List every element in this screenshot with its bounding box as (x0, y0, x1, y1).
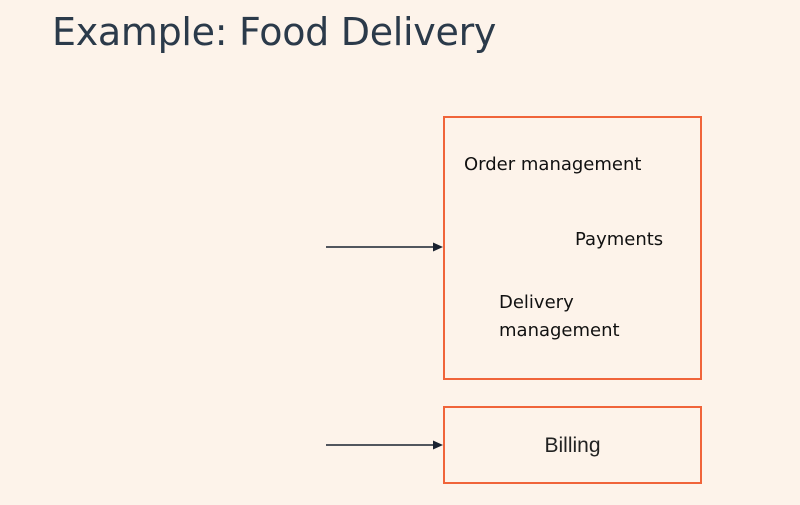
billing-box (443, 406, 702, 484)
arrow-to-services (326, 242, 443, 252)
delivery-management-label: Delivery management (499, 292, 620, 341)
payments-label: Payments (575, 229, 664, 250)
billing-label: Billing (544, 434, 601, 457)
slide-title: Example: Food Delivery (52, 10, 497, 54)
services-box (443, 116, 702, 380)
arrow-to-billing (326, 440, 443, 450)
order-management-label: Order management (464, 154, 642, 175)
